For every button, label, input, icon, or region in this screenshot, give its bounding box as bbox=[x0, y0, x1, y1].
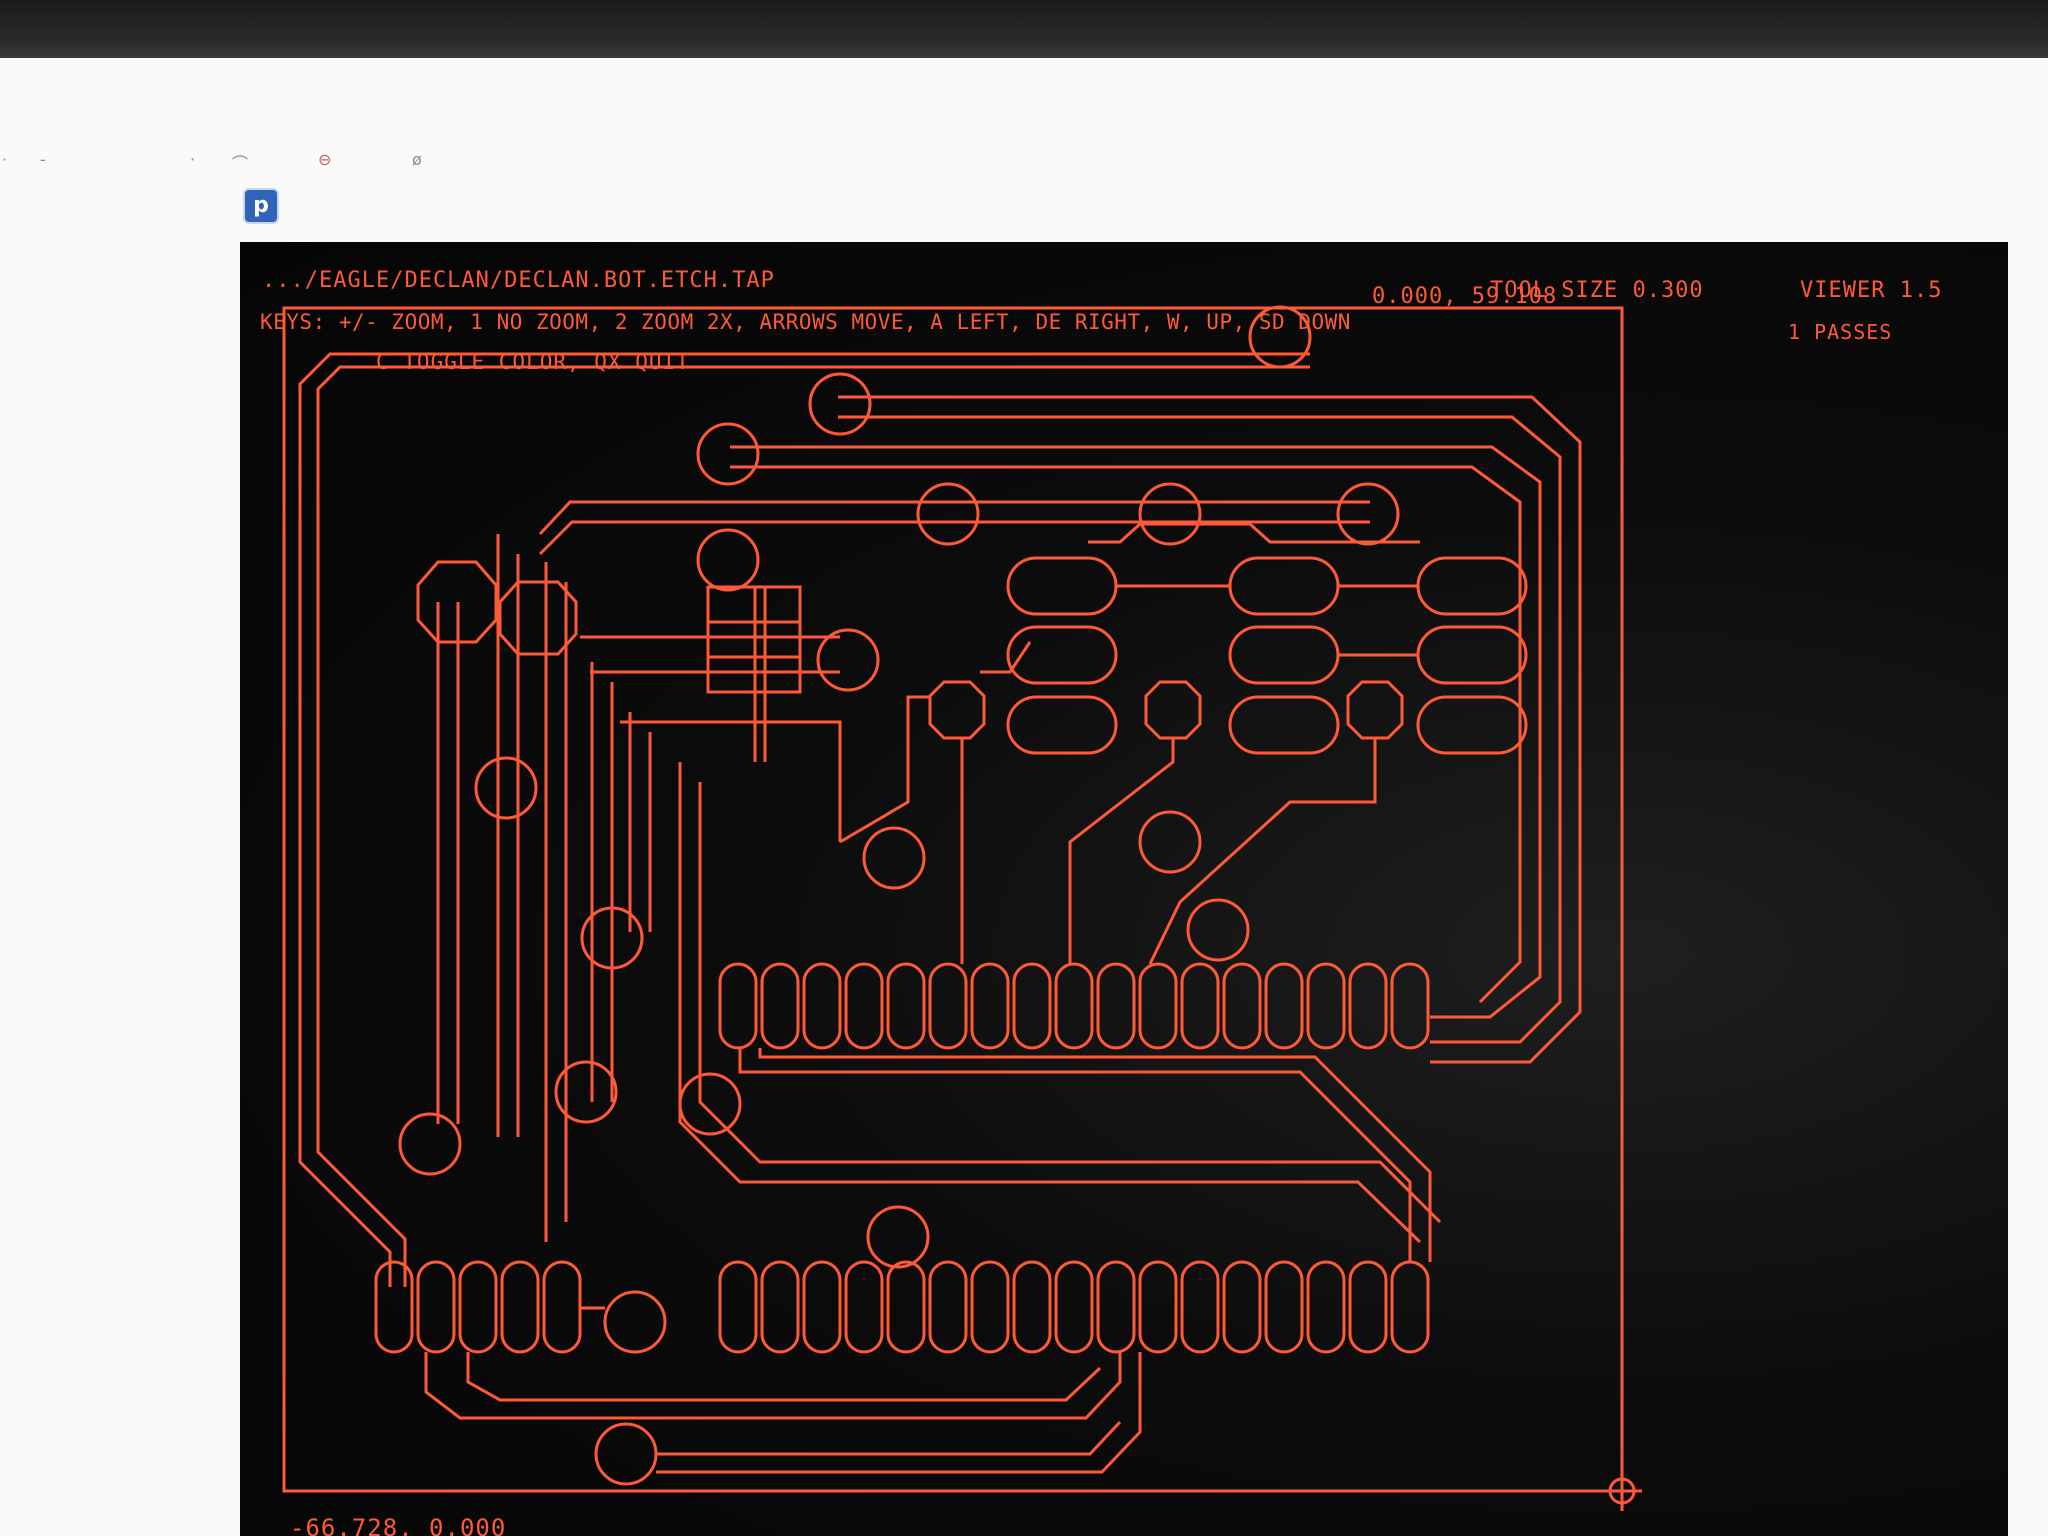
trace-right-2 bbox=[758, 1048, 1432, 1262]
trace-left-col-1 bbox=[436, 602, 460, 1124]
board-outline bbox=[282, 306, 1624, 1493]
trace-left-col-6 bbox=[628, 712, 652, 932]
pad-c2 bbox=[1144, 680, 1202, 740]
pad-b5 bbox=[816, 628, 880, 692]
pad-b12 bbox=[678, 1072, 742, 1136]
pad-b13 bbox=[866, 1205, 930, 1269]
trace-left-outer-b bbox=[316, 365, 1310, 1287]
pad-b11 bbox=[1186, 898, 1250, 962]
trace-top-loop-b bbox=[838, 415, 1562, 1044]
trace-top-loop bbox=[838, 395, 1582, 1064]
faint-desktop-marks: · - · ⌒ ⊖ ø bbox=[2, 150, 422, 173]
trace-right-1 bbox=[738, 1048, 1412, 1262]
passes-count: 1 passes bbox=[1788, 320, 1893, 344]
trace-mid-bus bbox=[538, 500, 1370, 536]
pad-b2 bbox=[498, 580, 578, 656]
pad-a1 bbox=[808, 372, 872, 436]
viewer-version: Viewer 1.5 bbox=[1800, 278, 1943, 303]
trace-top-loop-d bbox=[730, 465, 1522, 1004]
trace-bottom-2 bbox=[466, 1352, 1102, 1402]
trace-top-loop-c bbox=[730, 445, 1542, 1019]
cursor-coordinates-top: 0.000, 59.108 bbox=[1372, 284, 1558, 309]
trace-left-col-7 bbox=[678, 762, 1422, 1244]
dip-row-upper bbox=[718, 962, 1430, 1050]
trace-bottom-3 bbox=[656, 1420, 1122, 1456]
keys-help-line-1: Keys: +/- zoom, 1 no zoom, 2 zoom 2x, ar… bbox=[260, 310, 1351, 334]
pad-b4 bbox=[696, 528, 760, 592]
trace-left-col-5 bbox=[590, 662, 614, 1102]
tool-size: Tool Size 0.300 bbox=[1490, 278, 1704, 303]
dip-row-lower bbox=[374, 1260, 1430, 1354]
pad-a3 bbox=[916, 482, 980, 546]
pad-b7 bbox=[580, 906, 644, 970]
trace-left-col-8 bbox=[698, 782, 1442, 1224]
cursor-coordinates-bottom: -66.728, 0.000 bbox=[290, 1514, 507, 1536]
trace-left-outer bbox=[298, 352, 1310, 1287]
pad-a2 bbox=[696, 422, 760, 486]
pcb-toolpath-drawing bbox=[282, 305, 1642, 1511]
pad-a5 bbox=[1336, 482, 1400, 546]
trace-bottom-4 bbox=[656, 1352, 1142, 1474]
pad-a4 bbox=[1138, 482, 1202, 546]
pad-b9 bbox=[398, 1112, 462, 1176]
pad-b14 bbox=[594, 1422, 658, 1486]
trace-bottom-1 bbox=[424, 1352, 1122, 1420]
pad-b1 bbox=[416, 560, 498, 644]
pad-a6 bbox=[1248, 305, 1312, 369]
pad-b15 bbox=[603, 1290, 667, 1354]
file-path: .../eagle/Declan/Declan.bot.etch.tap bbox=[262, 268, 775, 293]
oval-pad-grid bbox=[1006, 556, 1528, 755]
pad-c1 bbox=[928, 680, 986, 740]
crosshair-icon bbox=[1602, 1471, 1642, 1511]
pad-b6 bbox=[862, 826, 926, 890]
pad-b8 bbox=[554, 1060, 618, 1124]
monitor-bezel bbox=[0, 0, 2048, 58]
trace-diag-3 bbox=[1148, 738, 1377, 965]
trace-mid-bus-b bbox=[538, 520, 1370, 556]
pad-b10 bbox=[1138, 810, 1202, 874]
trace-diag-4 bbox=[839, 641, 1032, 844]
pad-c3 bbox=[1346, 680, 1404, 740]
trace-ladder bbox=[706, 585, 802, 762]
etch-viewer-window[interactable]: .../eagle/Declan/Declan.bot.etch.tap 0.0… bbox=[240, 242, 2008, 1536]
trace-ladder-b bbox=[580, 635, 842, 842]
trace-diag-2 bbox=[1068, 738, 1175, 964]
trace-grid-4 bbox=[1088, 522, 1420, 544]
trace-left-col-2 bbox=[496, 534, 520, 1137]
app-icon[interactable]: p bbox=[245, 190, 277, 222]
pad-b3 bbox=[474, 756, 538, 820]
